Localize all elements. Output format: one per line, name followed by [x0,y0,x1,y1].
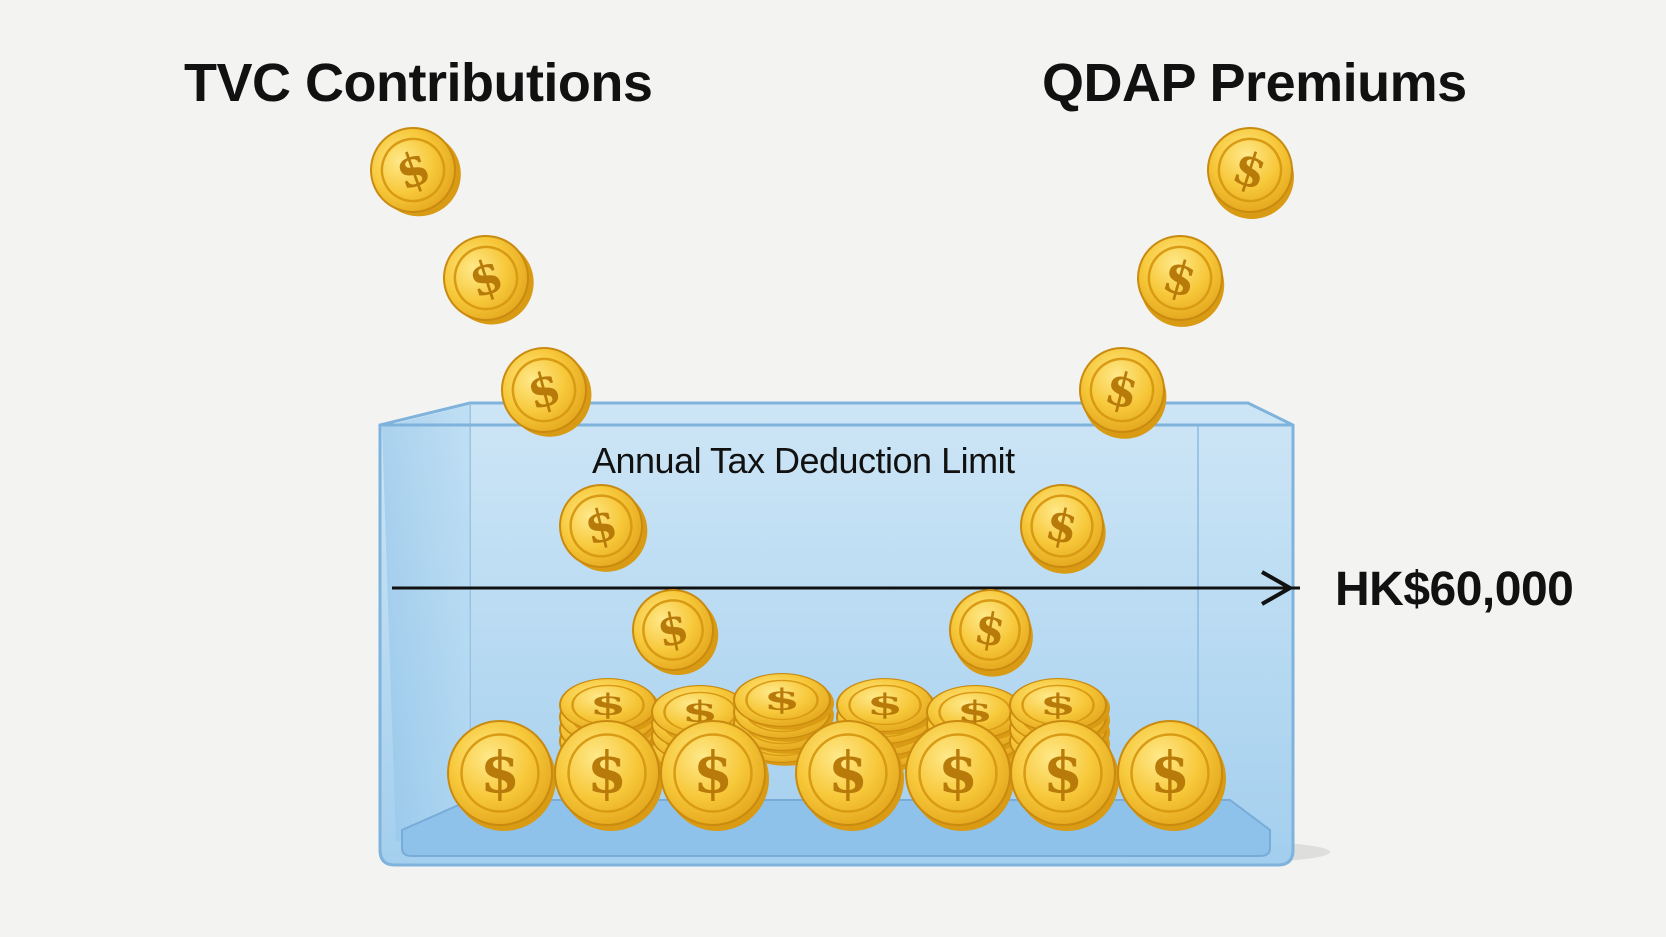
arrow-right-icon [1261,570,1292,606]
coin-icon: $ [447,720,556,831]
coin-symbol: $ [938,740,978,807]
coin-symbol: $ [1043,740,1083,807]
coin-icon: $ [795,720,904,831]
coin-icon: $ [632,589,719,676]
coin-symbol: $ [587,740,627,807]
coin-symbol: $ [693,740,733,807]
coin-pile: $$$$$$$$$$$$$$$$$$$$$$$$$$$$$$$ [447,673,1226,831]
coin-icon: $ [554,720,663,831]
coin-icon: $ [1020,484,1106,574]
qdap-premiums-label: QDAP Premiums [1042,53,1467,113]
limit-amount-label: HK$60,000 [1335,563,1574,616]
coin-icon: $ [559,484,648,572]
coin-icon: $ [836,678,937,735]
coin-icon: $ [559,678,660,735]
coin-symbol: $ [590,688,627,722]
coin-icon: $ [660,720,769,831]
coin-icon: $ [501,347,592,437]
coin-symbol: $ [480,740,520,807]
coin-symbol: $ [1150,740,1190,807]
coin-icon: $ [370,127,461,217]
coin-icon: $ [1079,347,1167,439]
annual-tax-deduction-limit-label: Annual Tax Deduction Limit [592,440,1015,481]
falling-coins: $ $ $ $ $ $ $ $ $ $ [370,127,1294,677]
coin-symbol: $ [1040,688,1077,722]
coin-icon: $ [443,235,534,325]
coin-icon: $ [1137,235,1225,327]
container-left-side [382,405,470,842]
coin-symbol: $ [828,740,868,807]
tvc-contributions-label: TVC Contributions [184,53,653,113]
coin-icon: $ [1010,720,1119,831]
coin-icon: $ [1207,127,1294,219]
coin-icon: $ [733,673,834,730]
coin-symbol: $ [764,683,801,717]
coin-icon: $ [1117,720,1226,831]
coin-icon: $ [949,589,1033,677]
coin-icon: $ [905,720,1014,831]
coin-symbol: $ [867,688,904,722]
